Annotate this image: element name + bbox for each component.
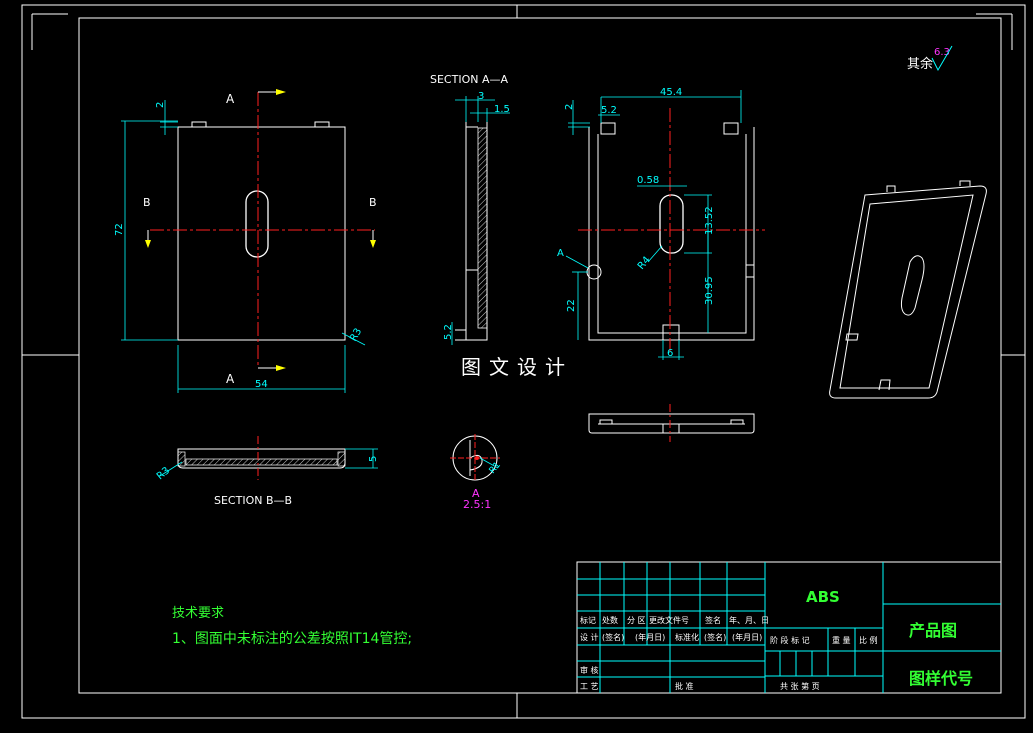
tb-sheets: 共 张 第 页	[780, 681, 820, 691]
dim-rear-top: 2	[564, 104, 575, 110]
dim-front-height: 72	[114, 223, 125, 236]
tb-label-mark: 标记	[580, 615, 596, 625]
section-aa-view	[451, 96, 510, 345]
tb-process: 工 艺	[580, 682, 599, 691]
dim-rear-width: 45.4	[660, 87, 682, 98]
dim-aa-15: 1.5	[494, 104, 510, 115]
tb-drawing-name: 产品图	[909, 621, 957, 640]
dim-front-radius: R3	[348, 326, 364, 343]
tb-label-zone: 分 区	[627, 616, 646, 625]
isometric-view	[829, 180, 987, 399]
dim-slot-height: 13.52	[704, 206, 715, 235]
dim-front-width: 54	[255, 379, 268, 390]
section-bb-title: SECTION B—B	[214, 494, 292, 507]
tb-scale: 比 例	[859, 635, 878, 645]
dim-front-top: 2	[155, 102, 166, 108]
watermark: 图文设计	[437, 351, 597, 383]
tb-weight: 重 量	[832, 635, 851, 645]
dim-bb-radius: R3	[155, 465, 172, 482]
tech-req-title: 技术要求	[172, 606, 224, 621]
tb-design: 设 计	[580, 632, 599, 642]
dim-lower-height: 22	[566, 299, 577, 312]
section-bb-view	[159, 436, 378, 480]
front-view-label-top: A	[226, 92, 235, 106]
front-view-label-right: B	[369, 196, 377, 209]
sheet-border	[21, 4, 1026, 719]
roughness-symbol	[931, 45, 953, 72]
dim-bb-height: 5	[368, 456, 379, 462]
dim-rear-tab: 5.2	[601, 105, 617, 116]
tb-review: 审 核	[580, 665, 599, 675]
front-view-label-bottom: A	[226, 372, 235, 386]
tb-material: ABS	[806, 588, 840, 606]
tb-label-change-doc: 更改文件号	[649, 615, 689, 625]
dim-aa-52: 5.2	[443, 324, 454, 340]
tb-design-sign: (签名)	[602, 632, 624, 642]
title-block	[576, 561, 1002, 694]
tb-label-date: 年、月、日	[729, 615, 769, 625]
tb-standard: 标准化	[675, 632, 699, 642]
front-view	[121, 89, 376, 393]
dim-hole-height: 30.95	[704, 276, 715, 305]
detail-a-scale: 2.5:1	[463, 498, 491, 511]
detail-a-label: A	[472, 487, 480, 500]
roughness-value: 6.3	[934, 47, 950, 58]
dim-slot-radius: R4	[636, 255, 653, 272]
tb-stage-mark: 阶 段 标 记	[770, 635, 810, 645]
section-aa-title: SECTION A—A	[430, 73, 508, 86]
tb-approve: 批 准	[675, 681, 694, 691]
front-view-label-left: B	[143, 196, 151, 209]
dim-slot-width: 0.58	[637, 175, 659, 186]
tb-drawing-code: 图样代号	[909, 669, 973, 688]
tb-standard-date: (年月日)	[732, 632, 762, 642]
rear-view	[565, 90, 765, 442]
tb-design-date: (年月日)	[635, 632, 665, 642]
tb-standard-sign: (签名)	[704, 632, 726, 642]
tb-label-sign: 签名	[705, 615, 721, 625]
dim-bottom-tab: 6	[667, 348, 673, 359]
dim-aa-3: 3	[478, 91, 484, 102]
roughness-note: 其余	[907, 56, 933, 72]
tech-req-item-1: 1、图面中未标注的公差按照IT14管控;	[172, 631, 412, 647]
detail-marker-a: A	[557, 248, 564, 259]
tb-label-count: 处数	[602, 615, 618, 625]
detail-a-view	[450, 434, 500, 482]
